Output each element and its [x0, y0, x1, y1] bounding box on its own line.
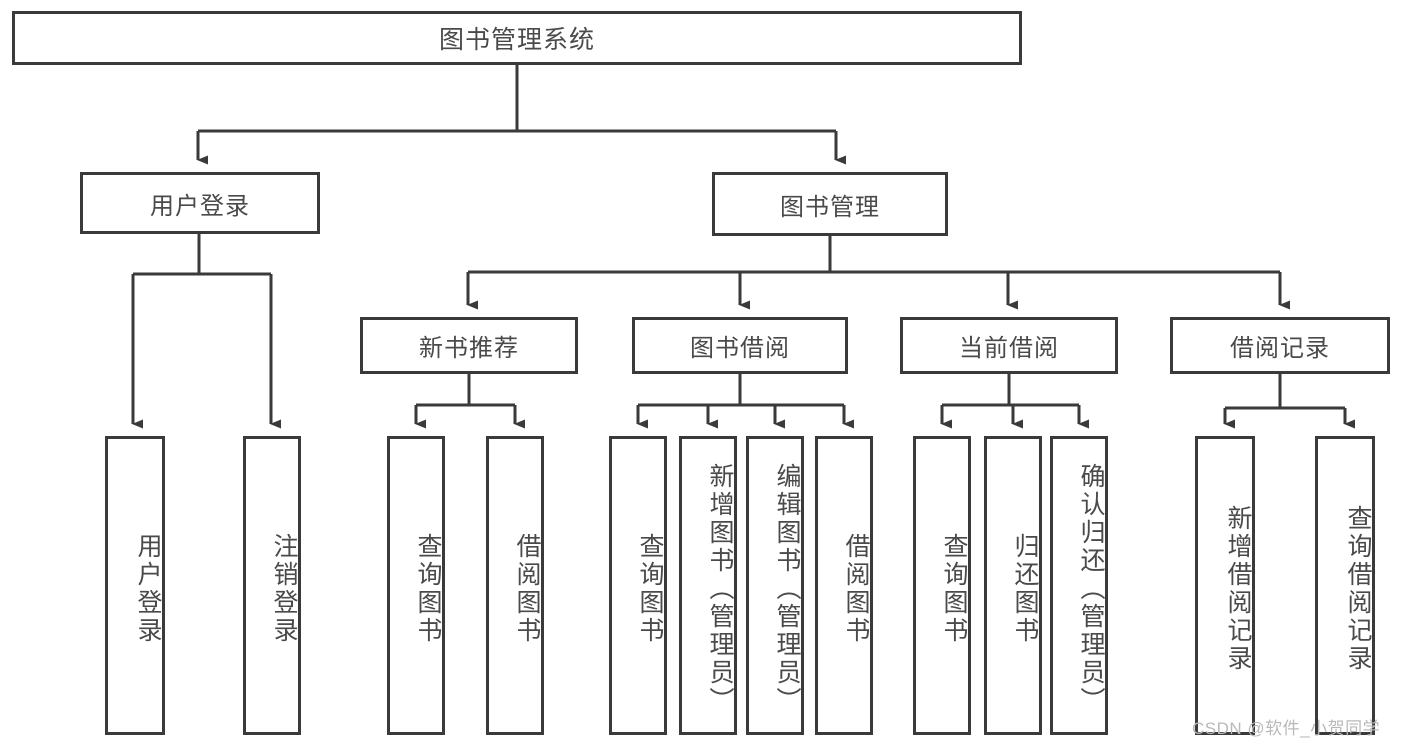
node-leaf-user-login-label: 用户登录	[134, 532, 162, 645]
node-leaf-query-borrow-record-label: 查询借阅记录	[1344, 504, 1372, 673]
node-borrow-record-label: 借阅记录	[1230, 335, 1330, 362]
node-leaf-query-book-3[interactable]: 查询图书	[913, 436, 971, 735]
node-leaf-confirm-return[interactable]: 确认归还（管理员）	[1050, 436, 1108, 735]
node-leaf-add-book[interactable]: 新增图书（管理员）	[679, 436, 737, 735]
node-leaf-borrow-book-1[interactable]: 借阅图书	[486, 436, 544, 735]
node-leaf-user-logout[interactable]: 注销登录	[243, 436, 301, 735]
node-leaf-user-login[interactable]: 用户登录	[105, 436, 165, 735]
node-user-login-label: 用户登录	[150, 192, 250, 220]
node-borrow-record[interactable]: 借阅记录	[1170, 317, 1390, 374]
node-leaf-query-book-3-label: 查询图书	[940, 532, 968, 645]
node-leaf-edit-book[interactable]: 编辑图书（管理员）	[746, 436, 804, 735]
node-leaf-add-borrow-record[interactable]: 新增借阅记录	[1195, 436, 1255, 735]
node-current-borrow-label: 当前借阅	[959, 335, 1059, 362]
node-root-label: 图书管理系统	[438, 26, 595, 54]
node-current-borrow[interactable]: 当前借阅	[900, 317, 1118, 374]
node-new-book-recommend[interactable]: 新书推荐	[360, 317, 578, 374]
node-leaf-add-book-label: 新增图书（管理员）	[706, 462, 734, 715]
node-leaf-edit-book-label: 编辑图书（管理员）	[773, 462, 801, 715]
node-leaf-borrow-book-1-label: 借阅图书	[513, 532, 541, 645]
node-book-borrow[interactable]: 图书借阅	[632, 317, 848, 374]
node-user-login[interactable]: 用户登录	[80, 172, 320, 234]
node-leaf-query-book-1-label: 查询图书	[414, 532, 442, 645]
node-leaf-borrow-book-2[interactable]: 借阅图书	[815, 436, 873, 735]
node-leaf-query-book-1[interactable]: 查询图书	[387, 436, 445, 735]
node-leaf-query-book-2-label: 查询图书	[636, 532, 664, 645]
node-leaf-borrow-book-2-label: 借阅图书	[842, 532, 870, 645]
node-book-manage[interactable]: 图书管理	[712, 172, 948, 236]
node-leaf-return-book-label: 归还图书	[1011, 532, 1039, 645]
node-leaf-add-borrow-record-label: 新增借阅记录	[1224, 504, 1252, 673]
node-leaf-confirm-return-label: 确认归还（管理员）	[1077, 462, 1105, 715]
node-book-manage-label: 图书管理	[780, 193, 880, 221]
node-leaf-user-logout-label: 注销登录	[270, 532, 298, 645]
node-leaf-query-book-2[interactable]: 查询图书	[609, 436, 667, 735]
node-leaf-return-book[interactable]: 归还图书	[984, 436, 1042, 735]
node-new-book-recommend-label: 新书推荐	[419, 335, 519, 362]
node-root[interactable]: 图书管理系统	[12, 11, 1022, 65]
node-book-borrow-label: 图书借阅	[690, 335, 790, 362]
csdn-watermark: CSDN @软件_小贺同学	[1192, 719, 1381, 738]
node-leaf-query-borrow-record[interactable]: 查询借阅记录	[1315, 436, 1375, 735]
